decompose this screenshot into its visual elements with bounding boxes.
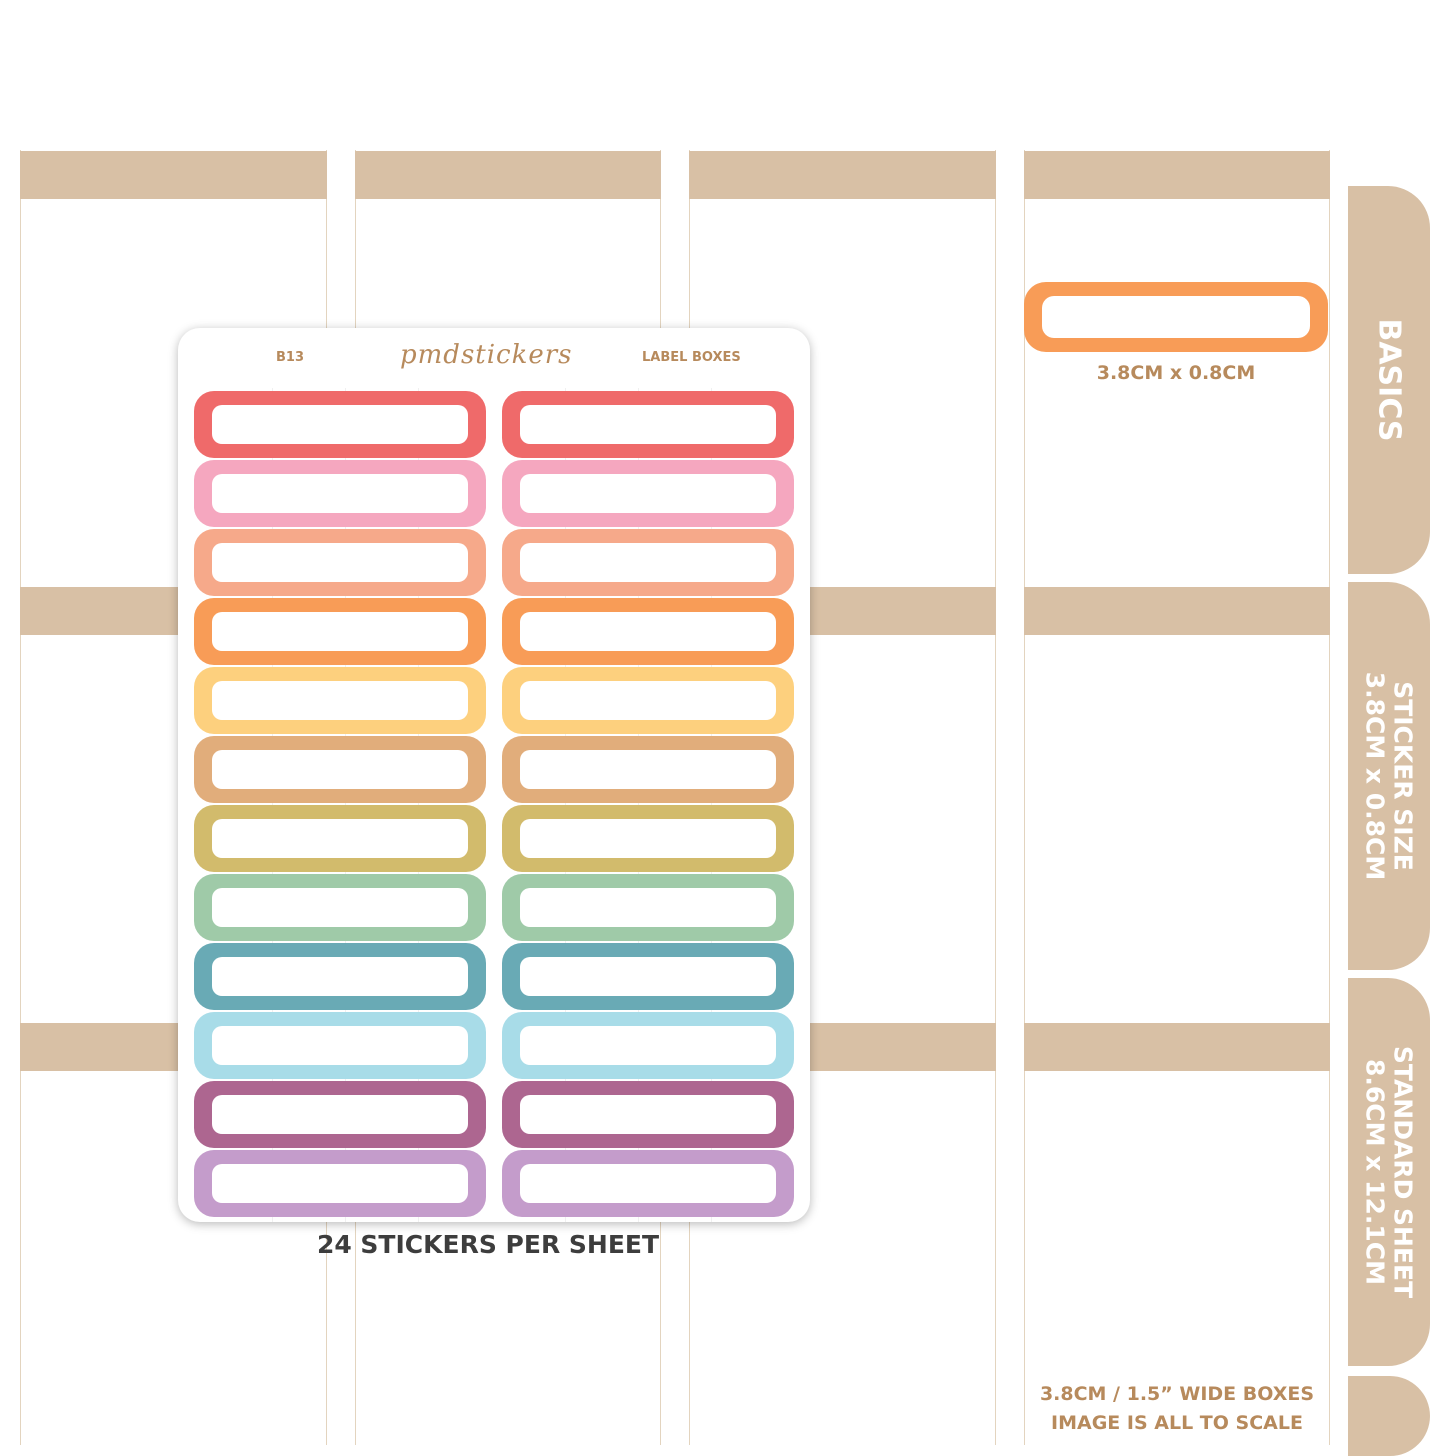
footer-note: 3.8CM / 1.5” WIDE BOXES IMAGE IS ALL TO … xyxy=(1024,1380,1330,1438)
sticker-inner xyxy=(212,888,468,927)
column-divider xyxy=(1329,150,1330,1445)
footer-line-2: IMAGE IS ALL TO SCALE xyxy=(1051,1412,1303,1434)
column-divider xyxy=(995,150,996,1445)
label-box-sticker xyxy=(502,874,794,941)
sticker-inner xyxy=(212,681,468,720)
planner-header-bar xyxy=(20,151,327,199)
planner-header-bar xyxy=(689,151,996,199)
tab-label-sticker-size: STICKER SIZE 3.8CM x 0.8CM xyxy=(1361,671,1418,881)
label-box-sticker xyxy=(194,736,486,803)
label-box-sticker xyxy=(194,874,486,941)
label-box-sticker xyxy=(194,1081,486,1148)
planner-header-bar xyxy=(1024,151,1330,199)
sticker-inner xyxy=(212,957,468,996)
label-box-sticker xyxy=(502,667,794,734)
label-box-sticker xyxy=(502,529,794,596)
label-box-sticker xyxy=(194,529,486,596)
standard-sheet-value: 8.6CM x 12.1CM xyxy=(1361,1059,1390,1285)
side-tab-basics: BASICS xyxy=(1348,186,1430,574)
sticker-inner xyxy=(520,1164,776,1203)
label-box-sticker xyxy=(194,460,486,527)
sticker-inner xyxy=(212,819,468,858)
sticker-inner xyxy=(520,888,776,927)
label-box-sticker xyxy=(502,1081,794,1148)
stickers-per-sheet: 24 STICKERS PER SHEET xyxy=(316,1230,660,1259)
column-divider xyxy=(1024,150,1025,1445)
sticker-inner xyxy=(520,681,776,720)
planner-header-bar xyxy=(1024,1023,1330,1071)
label-box-sticker xyxy=(502,805,794,872)
sticker-inner xyxy=(520,750,776,789)
side-tab-empty xyxy=(1348,1376,1430,1456)
label-box-sticker xyxy=(502,1012,794,1079)
sample-sticker xyxy=(1024,282,1328,352)
label-box-sticker xyxy=(194,391,486,458)
sticker-inner xyxy=(520,819,776,858)
sticker-inner xyxy=(212,405,468,444)
sticker-inner xyxy=(212,750,468,789)
label-box-sticker xyxy=(194,805,486,872)
sheet-code: B13 xyxy=(276,350,304,365)
sticker-inner xyxy=(520,612,776,651)
footer-line-1: 3.8CM / 1.5” WIDE BOXES xyxy=(1039,1383,1315,1405)
label-box-sticker xyxy=(194,667,486,734)
tab-label-basics: BASICS xyxy=(1371,318,1407,442)
brand-logo: pmdstickers xyxy=(400,340,573,370)
label-box-sticker xyxy=(502,736,794,803)
sticker-inner xyxy=(520,1026,776,1065)
sticker-inner xyxy=(212,612,468,651)
standard-sheet-title: STANDARD SHEET xyxy=(1388,1045,1418,1299)
sticker-inner xyxy=(520,543,776,582)
sticker-size-value: 3.8CM x 0.8CM xyxy=(1361,671,1390,881)
sticker-inner xyxy=(212,1095,468,1134)
sample-size-label: 3.8CM x 0.8CM xyxy=(1096,362,1256,384)
column-divider xyxy=(20,150,21,1445)
sticker-sheet: B13 pmdstickers LABEL BOXES xyxy=(178,328,810,1222)
planner-header-bar xyxy=(1024,587,1330,635)
sheet-title: LABEL BOXES xyxy=(642,350,741,365)
sticker-inner xyxy=(212,1026,468,1065)
side-tab-sticker-size: STICKER SIZE 3.8CM x 0.8CM xyxy=(1348,582,1430,970)
sticker-size-title: STICKER SIZE xyxy=(1388,681,1418,871)
label-box-sticker xyxy=(194,943,486,1010)
label-box-sticker xyxy=(502,391,794,458)
planner-header-bar xyxy=(355,151,661,199)
sticker-inner xyxy=(520,474,776,513)
sticker-inner xyxy=(520,957,776,996)
label-box-sticker xyxy=(194,1150,486,1217)
label-box-sticker xyxy=(194,598,486,665)
sample-sticker-inner xyxy=(1042,296,1310,338)
label-box-sticker xyxy=(502,1150,794,1217)
label-box-sticker xyxy=(194,1012,486,1079)
sticker-inner xyxy=(520,1095,776,1134)
sticker-inner xyxy=(212,543,468,582)
label-box-sticker xyxy=(502,460,794,527)
sticker-inner xyxy=(212,1164,468,1203)
sticker-inner xyxy=(520,405,776,444)
sticker-inner xyxy=(212,474,468,513)
label-box-sticker xyxy=(502,598,794,665)
label-box-sticker xyxy=(502,943,794,1010)
tab-label-standard-sheet: STANDARD SHEET 8.6CM x 12.1CM xyxy=(1361,1045,1418,1299)
side-tab-standard-sheet: STANDARD SHEET 8.6CM x 12.1CM xyxy=(1348,978,1430,1366)
